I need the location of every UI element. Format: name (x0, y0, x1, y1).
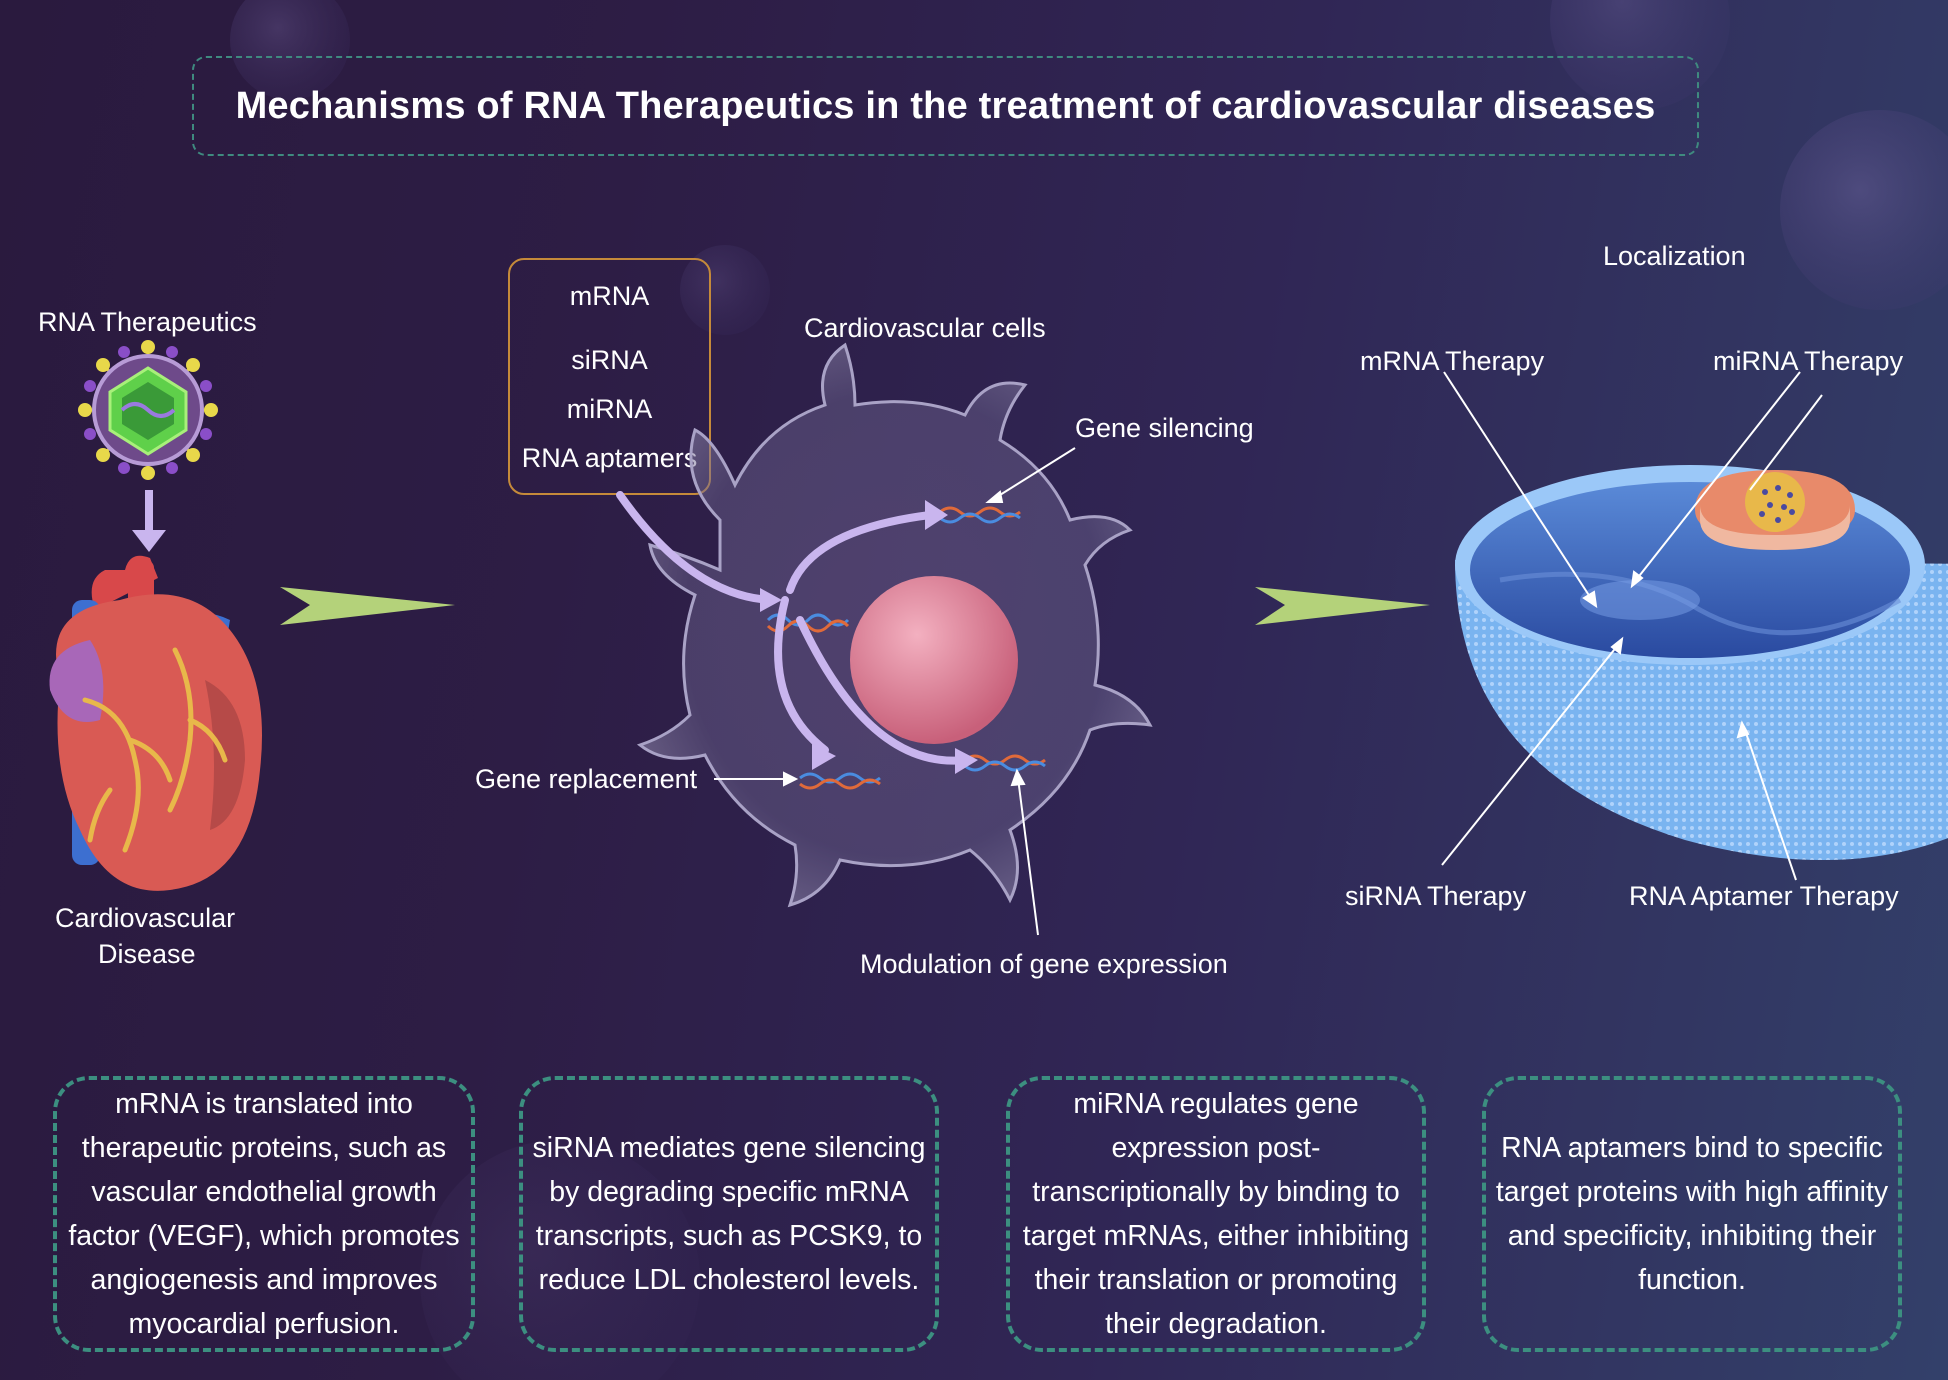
gene-silencing-label: Gene silencing (1075, 413, 1254, 443)
rna-strand (964, 760, 1046, 772)
description-box-mrna: mRNA is translated into therapeutic prot… (53, 1076, 475, 1352)
disease-label-line2: Disease (98, 939, 196, 969)
description-box-mirna: miRNA regulates gene expression post-tra… (1006, 1076, 1426, 1352)
mirna-therapy-label: miRNA Therapy (1713, 346, 1904, 376)
mrna-therapy-label: mRNA Therapy (1360, 346, 1545, 376)
rna-strand (799, 778, 881, 790)
bubble-top-left (230, 0, 350, 100)
rna-therapeutics-label: RNA Therapeutics (38, 307, 257, 337)
bubble-top-right (1550, 0, 1730, 110)
gene-replacement-label: Gene replacement (475, 764, 698, 794)
description-text: mRNA is translated into therapeutic prot… (68, 1088, 460, 1340)
nucleus-icon (850, 576, 1018, 744)
flow-arrow-icon (1255, 587, 1430, 625)
disease-label-line1: Cardiovascular (55, 903, 236, 933)
aptamer-therapy-label: RNA Aptamer Therapy (1629, 881, 1899, 911)
pathway-arrows (616, 491, 969, 765)
down-arrow-icon (132, 490, 166, 552)
therapy-pointers (1441, 371, 1823, 881)
localization-label: Localization (1603, 241, 1746, 271)
modulation-label: Modulation of gene expression (860, 949, 1228, 979)
rna-type-item: siRNA (571, 345, 648, 375)
rna-type-item: mRNA (569, 281, 650, 311)
rna-types-box: mRNA siRNA miRNA RNA aptamers (508, 258, 711, 495)
nucleus-icon (1695, 470, 1855, 550)
title-box: Mechanisms of RNA Therapeutics in the tr… (192, 56, 1699, 156)
bubble-bottom (420, 1140, 700, 1380)
heart-icon (49, 555, 262, 891)
page-title: Mechanisms of RNA Therapeutics in the tr… (235, 84, 1656, 127)
bubble-right (1780, 110, 1948, 310)
cell-cross-section-icon (1455, 465, 1948, 860)
description-box-aptamer: RNA aptamers bind to specific target pro… (1482, 1076, 1902, 1352)
flow-arrow-icon (280, 587, 455, 625)
description-text: siRNA mediates gene silencing by degradi… (532, 1132, 926, 1296)
label-pointers (714, 447, 1076, 936)
rna-type-item: miRNA (566, 394, 653, 424)
description-text: miRNA regulates gene expression post-tra… (1022, 1088, 1410, 1340)
cardiovascular-cells-label: Cardiovascular cells (804, 313, 1046, 343)
description-text: RNA aptamers bind to specific target pro… (1495, 1132, 1889, 1296)
sirna-therapy-label: siRNA Therapy (1345, 881, 1527, 911)
rna-type-item: RNA aptamers (521, 443, 698, 473)
virus-particle-icon (78, 340, 218, 480)
rna-strand (939, 512, 1021, 524)
description-box-sirna: siRNA mediates gene silencing by degradi… (519, 1076, 939, 1352)
